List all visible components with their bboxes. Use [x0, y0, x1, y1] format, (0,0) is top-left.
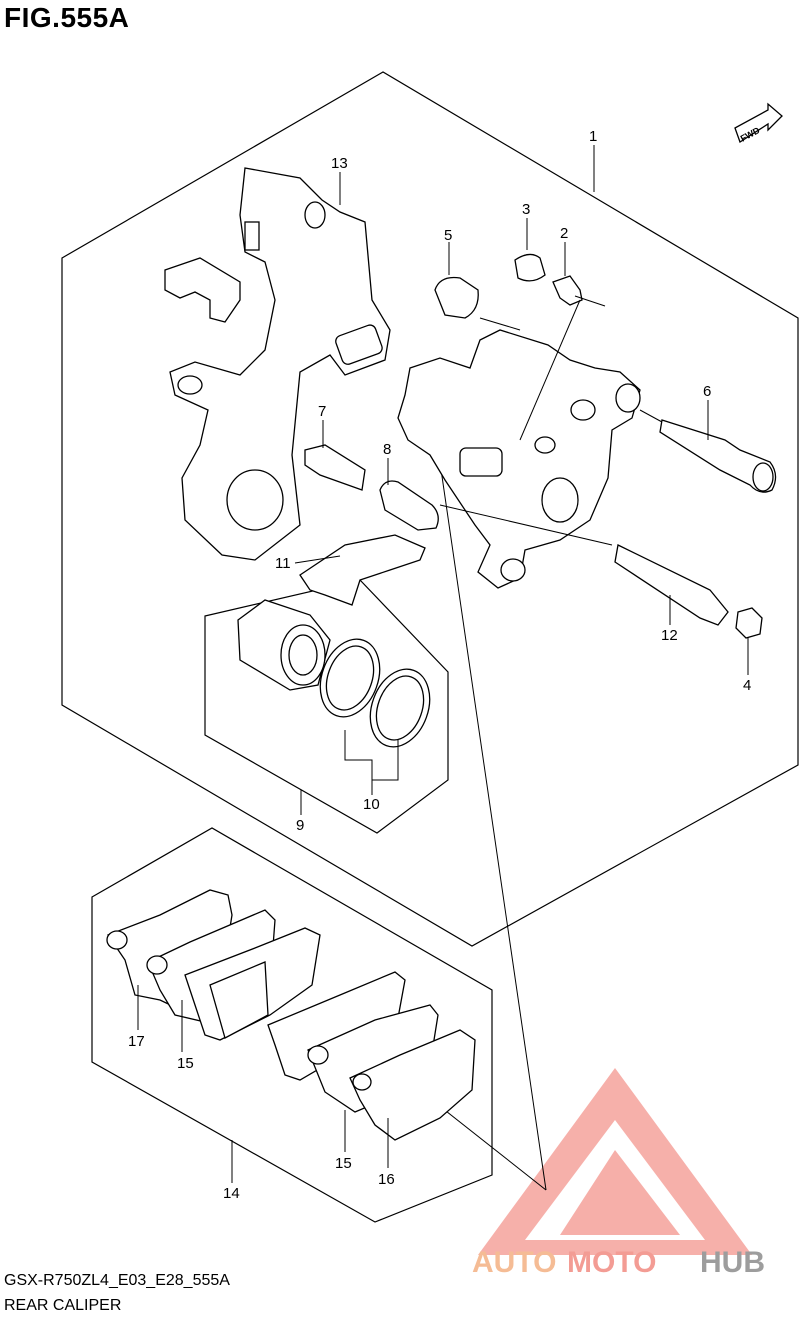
callout-4: 4	[743, 677, 751, 694]
caliper-assembly-boundary	[61, 71, 799, 947]
callout-9: 9	[296, 817, 304, 834]
brake-pad-shim-right	[349, 1029, 476, 1141]
callout-10: 10	[363, 796, 380, 813]
pin-nut	[735, 607, 763, 639]
pin-sleeve	[379, 480, 439, 531]
fwd-arrow-icon: FWD	[734, 102, 783, 144]
bracket-bolt	[304, 444, 366, 491]
section-name: REAR CALIPER	[4, 1297, 122, 1314]
callout-17: 17	[128, 1033, 145, 1050]
bleeder-valve	[552, 275, 606, 307]
leader-lines	[137, 145, 749, 1183]
callout-16: 16	[378, 1171, 395, 1188]
callout-15-left: 15	[177, 1055, 194, 1072]
figure-title: FIG.555A	[4, 2, 130, 33]
callout-8: 8	[383, 441, 391, 458]
caliper-piston	[237, 599, 331, 691]
leader-line-pad	[436, 441, 547, 1191]
pad-spring	[299, 534, 426, 606]
mounting-pin	[614, 544, 729, 626]
callout-11: 11	[275, 555, 291, 572]
callout-3: 3	[522, 201, 530, 218]
slide-pin-boot	[434, 276, 479, 319]
watermark-text-auto: AUTO	[472, 1246, 556, 1279]
callout-15-right: 15	[335, 1155, 352, 1172]
model-code: GSX-R750ZL4_E03_E28_555A	[4, 1272, 230, 1289]
watermark-text-moto: MOTO	[567, 1246, 656, 1279]
callout-13: 13	[331, 155, 348, 172]
slide-pin	[659, 419, 777, 493]
bleeder-cap	[514, 253, 546, 282]
callout-7: 7	[318, 403, 326, 420]
callout-14: 14	[223, 1185, 240, 1202]
brake-pad-left	[184, 927, 321, 1041]
callout-6: 6	[703, 383, 711, 400]
caliper-bracket	[169, 167, 391, 561]
watermark-logo: AUTO MOTO HUB	[472, 1068, 765, 1279]
caliper-body	[397, 329, 641, 589]
pad-set-boundary	[91, 827, 493, 1223]
piston-seal	[319, 638, 381, 718]
callout-2: 2	[560, 225, 568, 242]
pad-clip-bracket	[164, 257, 241, 323]
callout-1: 1	[589, 128, 597, 145]
callout-5: 5	[444, 227, 452, 244]
watermark-text-hub: HUB	[700, 1246, 765, 1279]
dust-seal	[369, 668, 431, 748]
callout-12: 12	[661, 627, 678, 644]
